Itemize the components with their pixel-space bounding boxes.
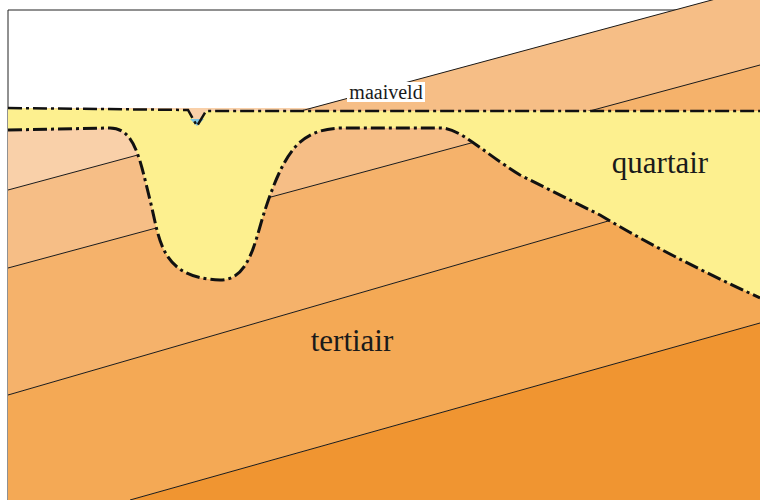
region-label: tertiair	[311, 325, 394, 356]
region-label: quartair	[612, 147, 708, 178]
region-label: maaiveld	[347, 82, 424, 102]
